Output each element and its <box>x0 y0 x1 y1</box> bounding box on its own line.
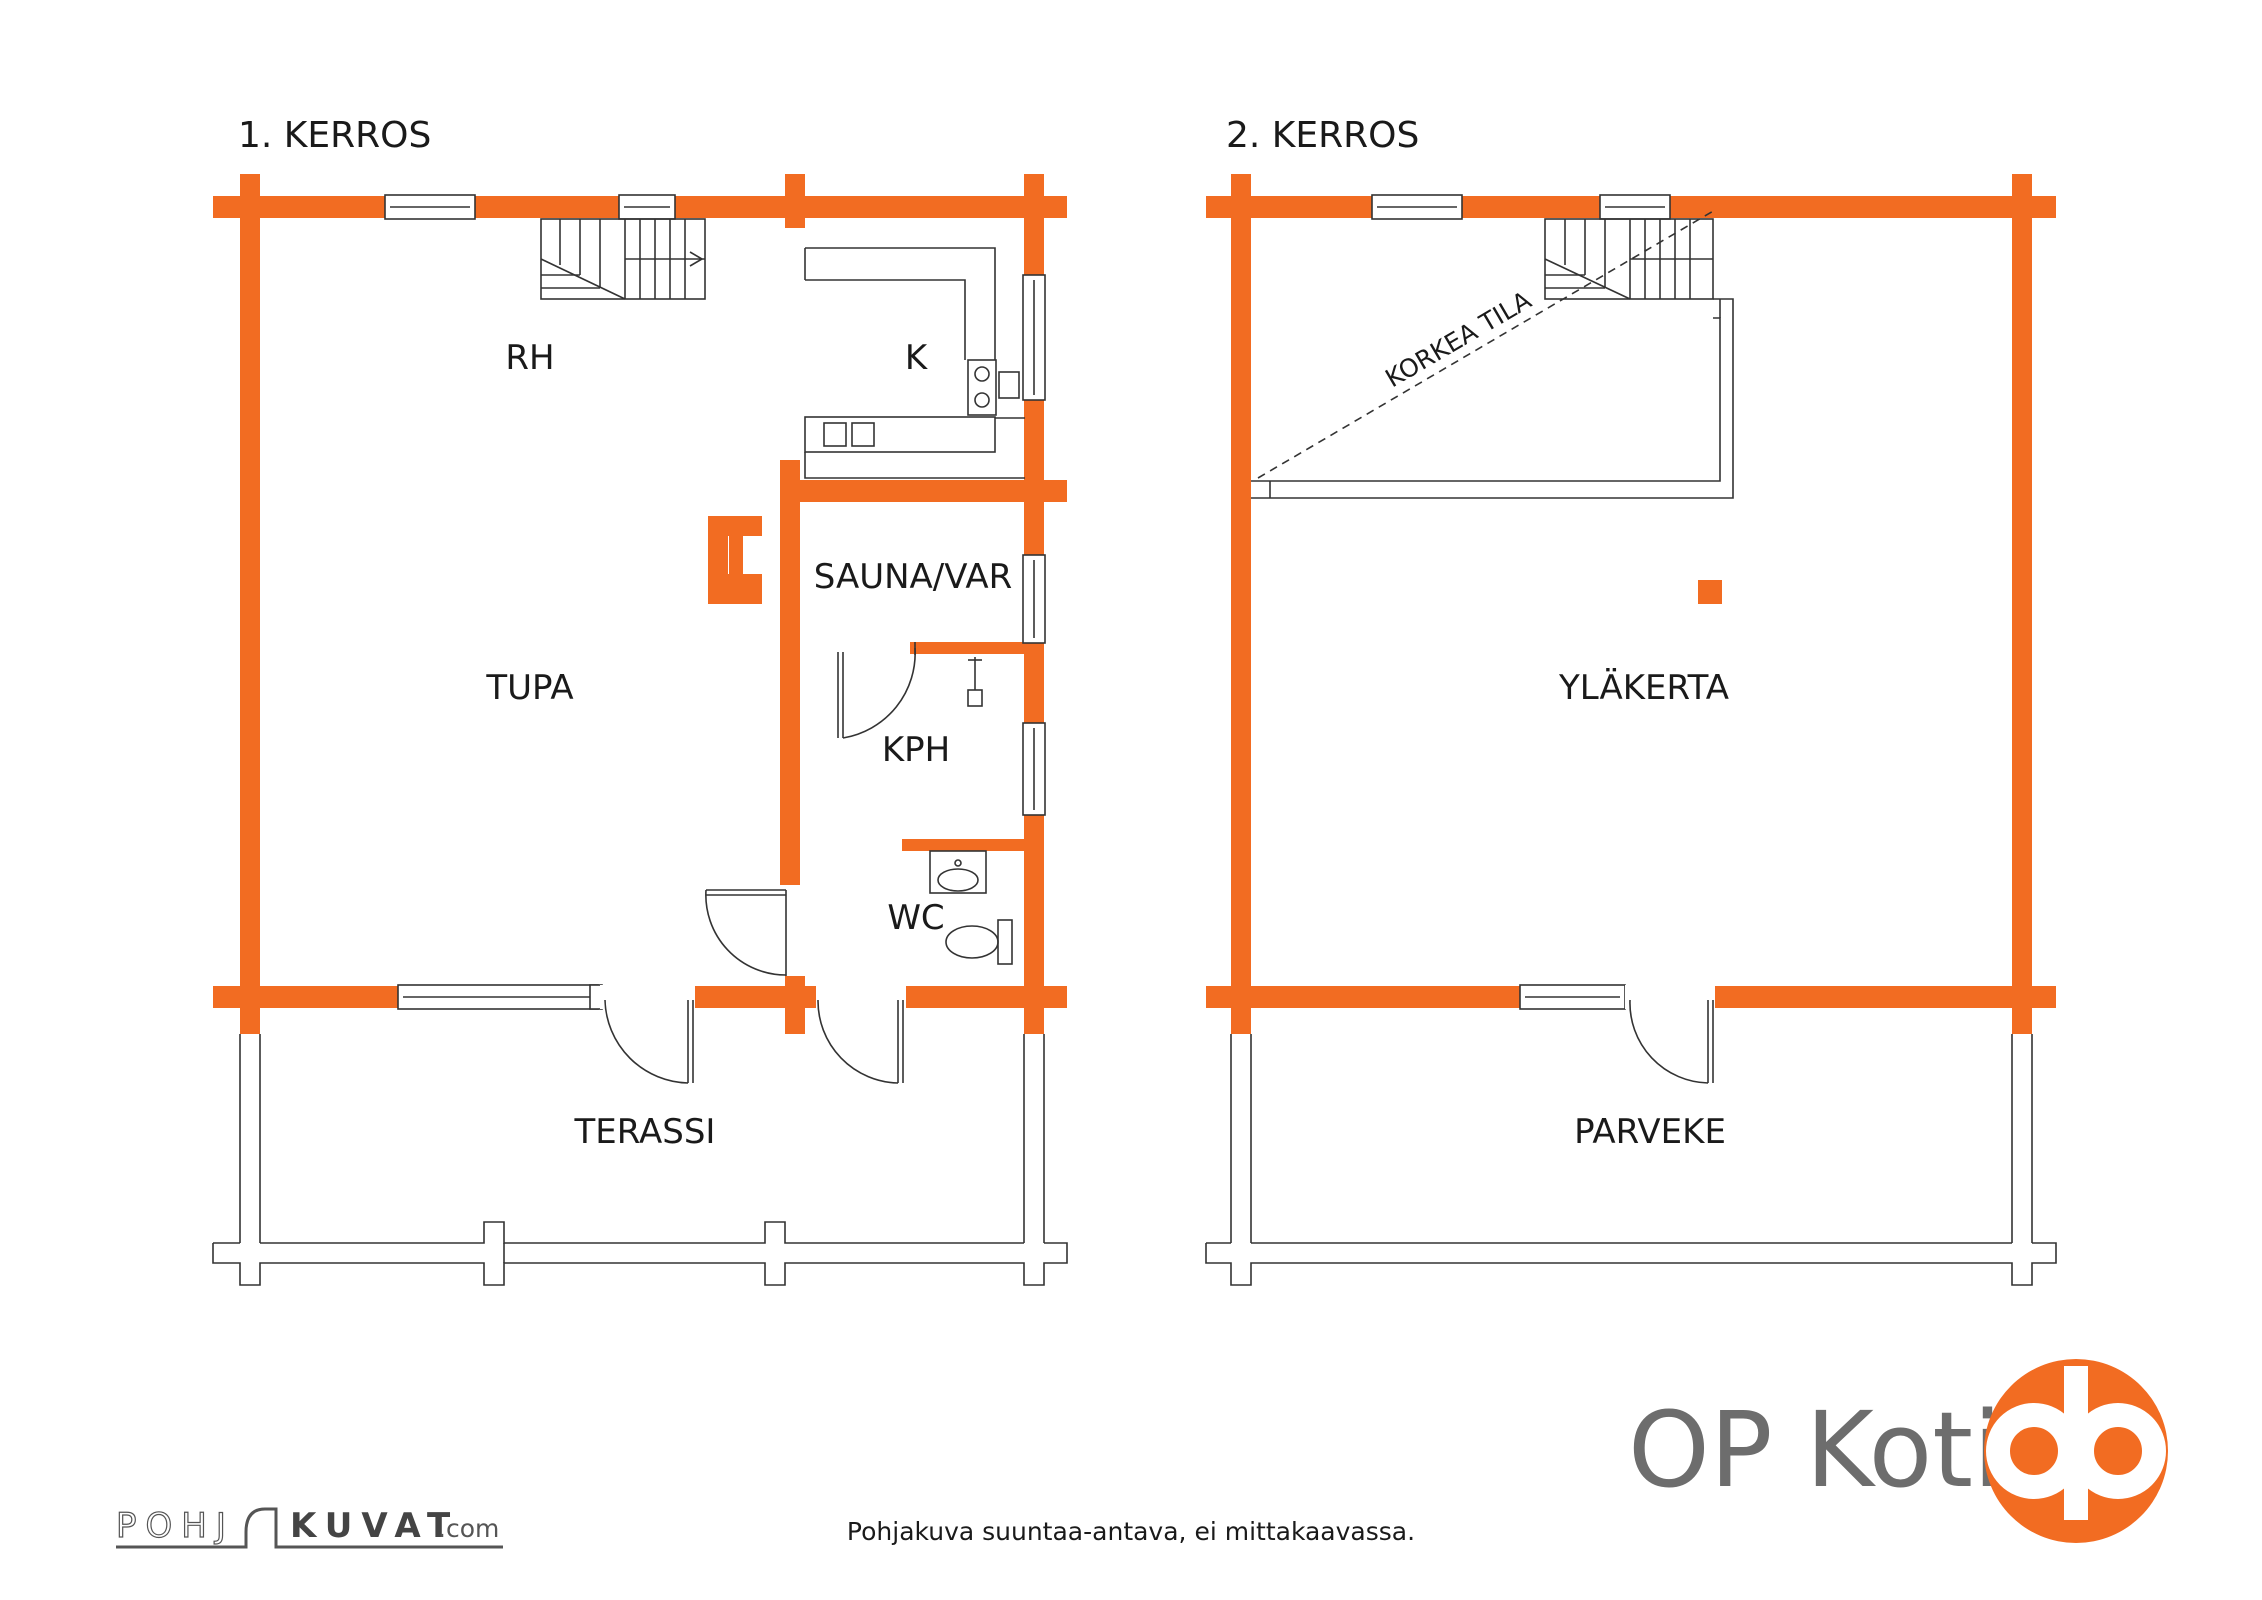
floor-1-plan: 1. KERROS <box>212 115 1068 1286</box>
floor-2-walls <box>1206 174 2056 1034</box>
room-label-kph: KPH <box>882 730 950 770</box>
label-korkea-tila: KORKEA TILA <box>1380 285 1536 393</box>
op-logo-icon <box>1984 1359 2168 1543</box>
floor-1-doors <box>604 642 916 1084</box>
bathroom-fixtures <box>929 657 1013 965</box>
room-label-wc: WC <box>887 898 944 938</box>
pohjakuvat-logo: POHJ KUVAT .com <box>115 1505 503 1549</box>
room-label-terassi: TERASSI <box>574 1112 716 1152</box>
credit-left: POHJ <box>116 1506 235 1546</box>
floor-1-door-openings <box>600 985 906 1009</box>
credit-house-line <box>116 1507 503 1549</box>
kitchen-counters <box>804 247 1025 479</box>
room-label-sauna: SAUNA/VAR <box>814 557 1012 597</box>
balcony-outline <box>1205 1034 2057 1286</box>
floor-1-title: 1. KERROS <box>238 115 431 156</box>
floor-2-windows <box>1371 194 1715 1010</box>
terrace-outline <box>212 1034 1068 1286</box>
room-label-ylakerta: YLÄKERTA <box>1558 668 1729 708</box>
floor-1-windows <box>384 194 1046 1010</box>
room-label-tupa: TUPA <box>485 668 573 708</box>
room-label-rh: RH <box>505 338 554 378</box>
credit-right: KUVAT <box>290 1506 459 1546</box>
brand-name: OP Koti <box>1628 1389 2002 1511</box>
room-label-parveke: PARVEKE <box>1574 1112 1726 1152</box>
floor-2-doors <box>1629 999 1714 1084</box>
room-label-k: K <box>905 338 929 378</box>
floor-2-stairs <box>1544 218 1714 300</box>
floor-1-stairs <box>540 218 706 300</box>
credit-domain: .com <box>438 1514 499 1543</box>
floor-2-title: 2. KERROS <box>1226 115 1419 156</box>
floor-2-plan: 2. KERROS <box>1205 115 2057 1286</box>
disclaimer-note: Pohjakuva suuntaa-antava, ei mittakaavas… <box>847 1517 1415 1546</box>
